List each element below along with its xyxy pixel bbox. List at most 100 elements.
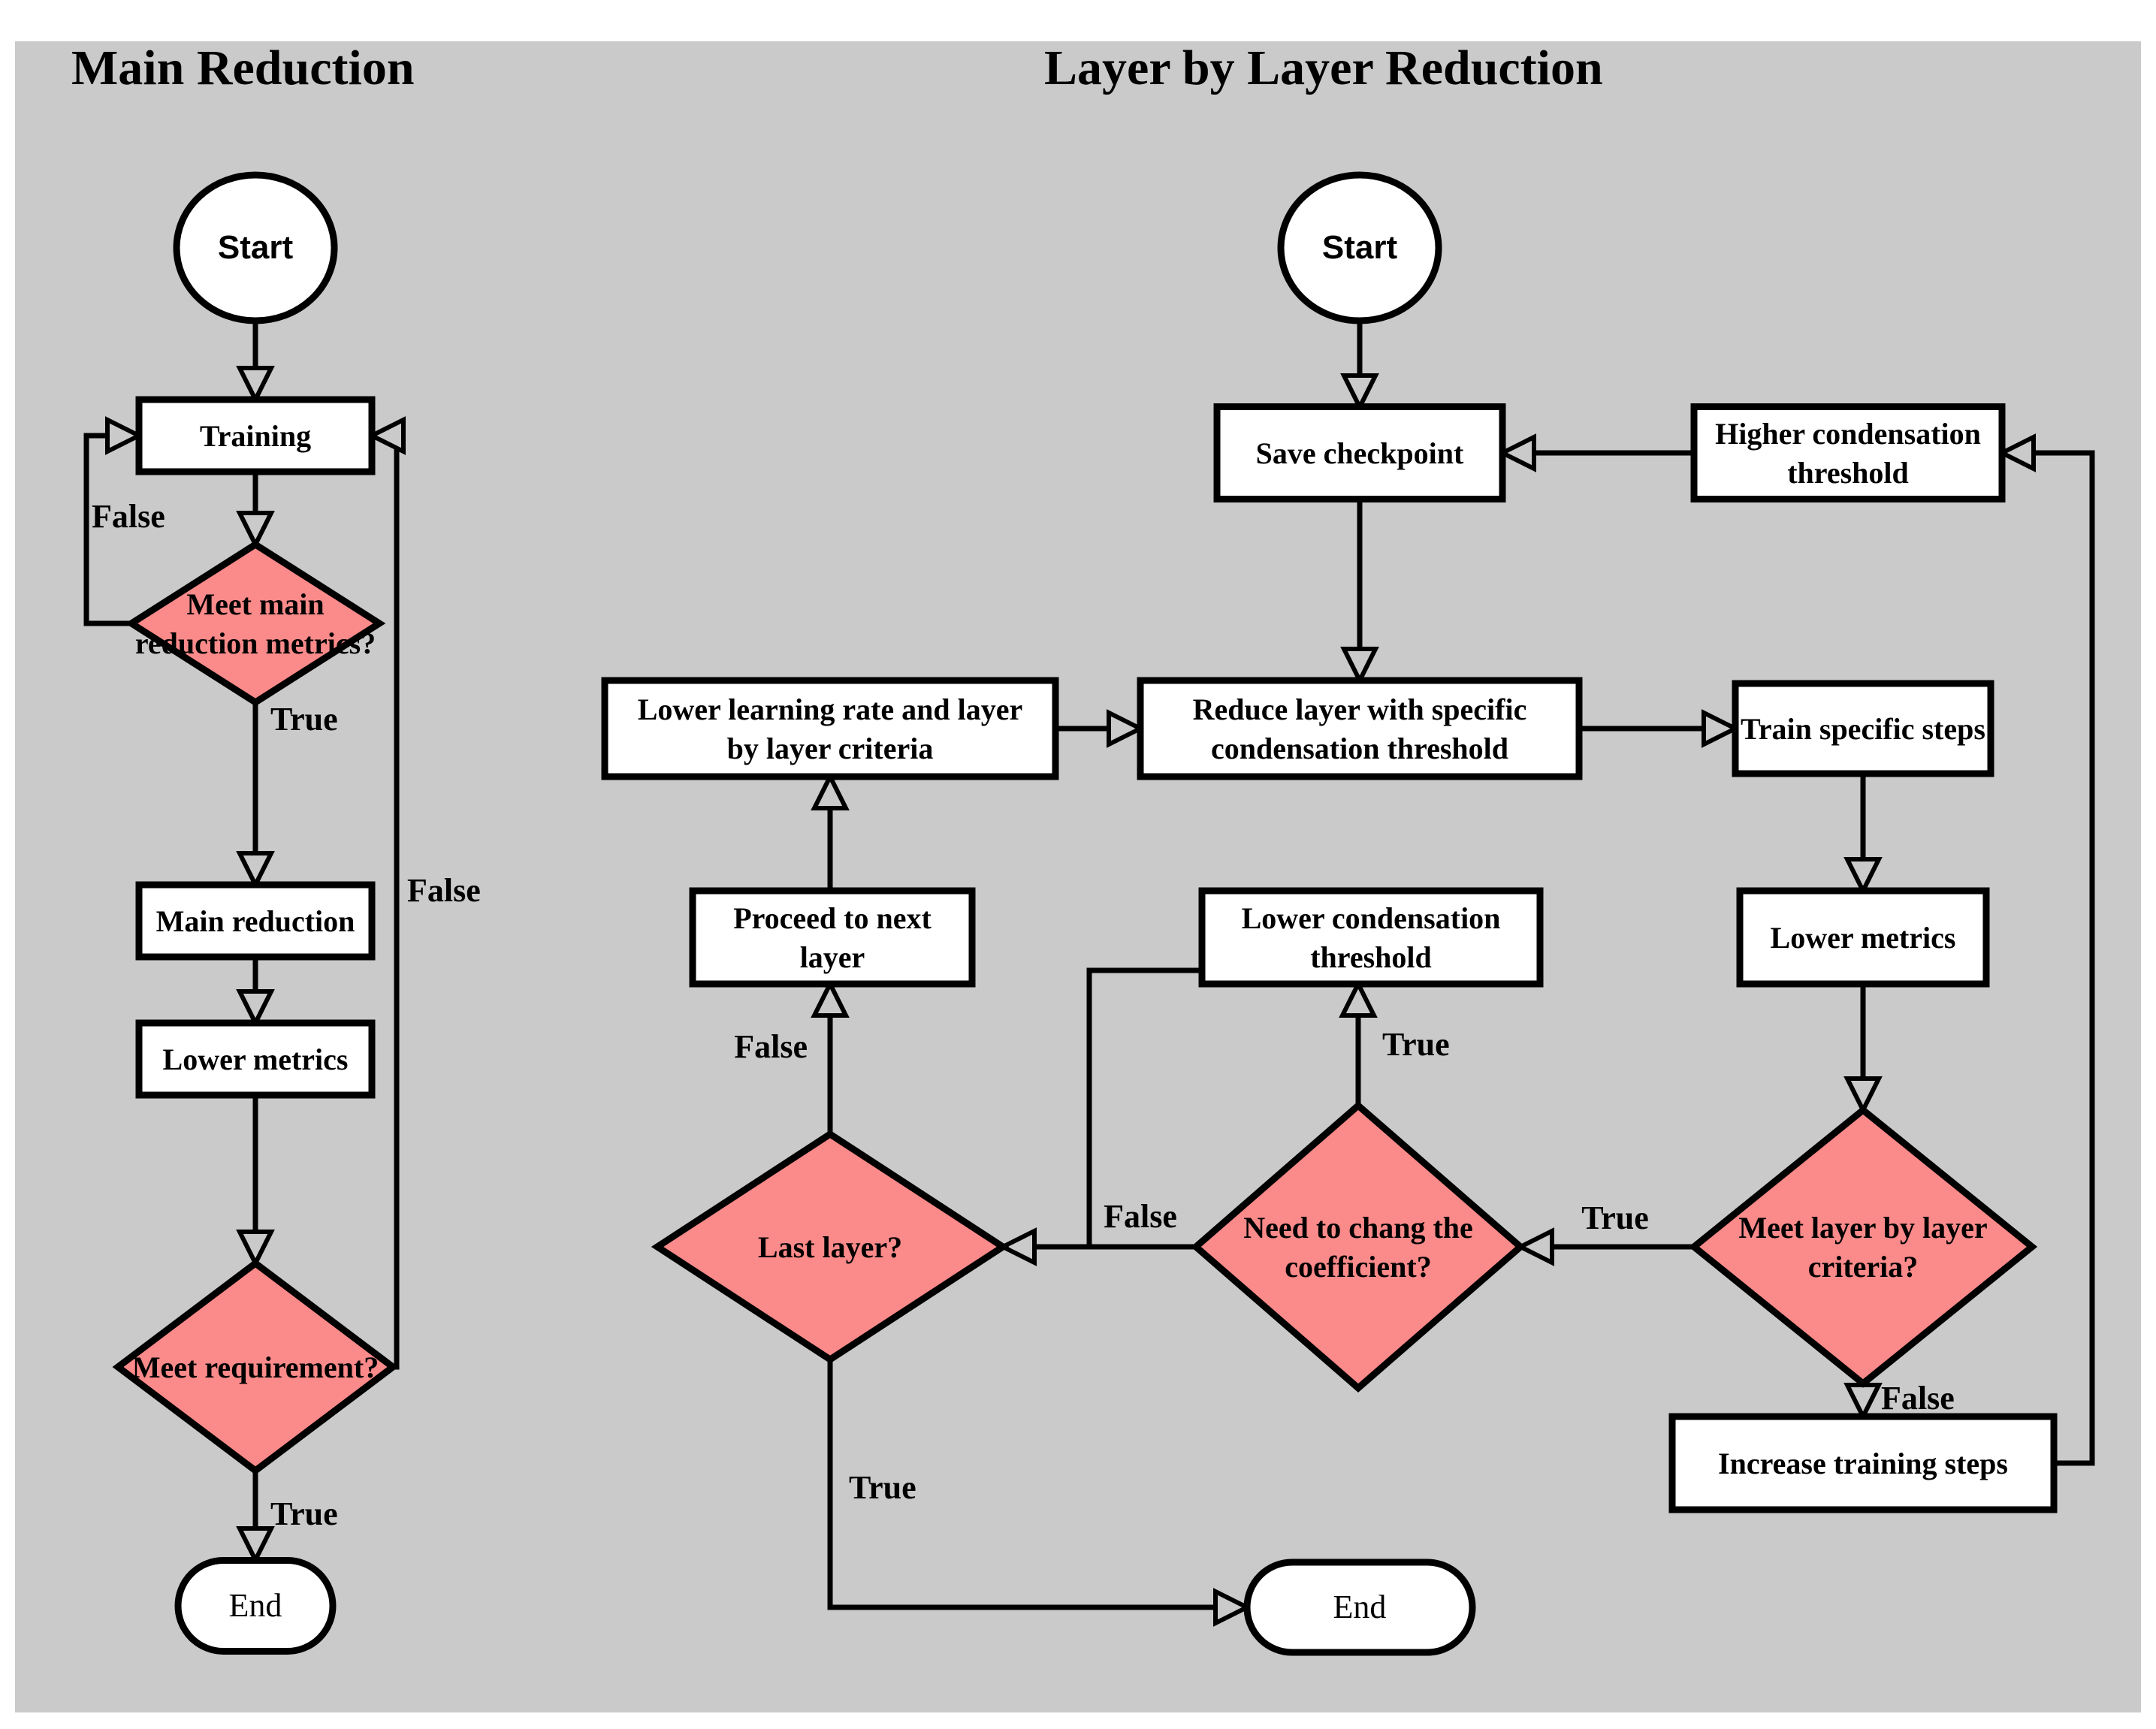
increase-training-steps-label-line1: Increase training steps	[1718, 1447, 2008, 1480]
need-change-coefficient-label-line1: Need to chang the	[1243, 1211, 1473, 1245]
edge-save-to-reduce	[1340, 499, 1379, 686]
edge-metrics-false-loop: False	[83, 416, 165, 626]
arrowhead-icon	[1843, 1076, 1883, 1115]
training-label-line1: Training	[200, 419, 311, 453]
lower-learning-rate-label-line2: by layer criteria	[727, 732, 934, 765]
edge-mainreduction-to-lowermetrics	[236, 957, 275, 1028]
edge-lastlayer-true-end: True	[827, 1359, 1252, 1627]
edge-label-criteria-false-increase: False	[1881, 1380, 1955, 1417]
edge-coefficient-false-lastlayer: False	[998, 1198, 1196, 1266]
start-layer-label-line1: Start	[1322, 229, 1398, 266]
meet-layer-criteria-label-line1: Meet layer by layer	[1738, 1211, 1987, 1245]
increase-training-steps-shape	[1668, 1413, 2058, 1513]
edge-label-coefficient-false-lastlayer: False	[1104, 1198, 1177, 1235]
node-meet-layer-criteria: Meet layer by layer criteria?	[1688, 1106, 2038, 1388]
arrowhead-icon	[236, 989, 275, 1028]
edge-training-to-metrics	[236, 472, 275, 550]
edge-start-to-training	[236, 321, 275, 405]
node-save-checkpoint: Save checkpoint	[1213, 403, 1506, 502]
arrowhead-icon	[1340, 373, 1379, 412]
arrowhead-icon	[1997, 433, 2036, 472]
main-reduction-step-shape	[135, 881, 376, 961]
proceed-next-layer-shape	[689, 887, 976, 988]
edge-reduce-to-train	[1579, 709, 1741, 748]
edge-train-to-lowermetrics	[1843, 774, 1883, 896]
meet-main-reduction-metrics-shape	[125, 540, 386, 707]
lower-learning-rate-label-line1: Lower learning rate and layer	[638, 693, 1023, 726]
node-end-main: End	[174, 1557, 337, 1655]
arrowhead-icon	[1497, 433, 1536, 472]
training-shape	[135, 396, 376, 475]
meet-main-reduction-metrics-label-line2: reduction metrics?	[135, 626, 376, 660]
node-lower-condensation-threshold: Lower condensation threshold	[1198, 887, 1544, 988]
main-reduction-step-label-line1: Main reduction	[156, 904, 355, 938]
start-main-shape	[173, 171, 338, 324]
lower-condensation-threshold-label-line1: Lower condensation	[1242, 901, 1501, 935]
lower-metrics-main-shape	[135, 1019, 376, 1099]
reduce-layer-shape	[1137, 677, 1583, 780]
arrowhead-icon	[998, 1227, 1037, 1266]
arrowhead-icon	[1843, 857, 1883, 896]
node-meet-requirement: Meet requirement?	[112, 1259, 399, 1475]
node-last-layer: Last layer?	[651, 1130, 1010, 1364]
edge-lowercond-merge	[1086, 967, 1202, 1247]
edge-criteria-false-increase: False	[1843, 1380, 1955, 1422]
arrowhead-icon	[1213, 1588, 1252, 1627]
edge-label-lastlayer-true-end: True	[849, 1469, 916, 1506]
need-change-coefficient-shape	[1191, 1101, 1526, 1393]
node-need-change-coefficient: Need to chang the coefficient?	[1191, 1101, 1526, 1393]
meet-requirement-shape	[112, 1259, 399, 1475]
arrowhead-icon	[1339, 979, 1378, 1018]
edge-coefficient-true-lowercond: True	[1339, 979, 1450, 1106]
need-change-coefficient-label-line2: coefficient?	[1285, 1250, 1431, 1284]
edge-line-lastlayer-true-end	[827, 1359, 1215, 1610]
arrowhead-icon	[1515, 1227, 1554, 1266]
lower-metrics-layer-label-line1: Lower metrics	[1771, 921, 1956, 955]
edge-lowerlr-to-reduce	[1055, 709, 1146, 748]
arrowhead-icon	[1702, 709, 1741, 748]
edge-line-lowercond-merge	[1086, 967, 1202, 1247]
edge-lastlayer-false-proceed: False	[734, 979, 850, 1134]
meet-layer-criteria-label-line2: criteria?	[1808, 1250, 1919, 1284]
reduce-layer-label-line2: condensation threshold	[1211, 732, 1508, 765]
node-lower-metrics-main: Lower metrics	[135, 1019, 376, 1099]
edge-label-requirement-false-loop: False	[407, 872, 481, 909]
edge-proceed-to-lowerlr	[811, 771, 850, 891]
arrowhead-icon	[1340, 647, 1379, 686]
arrowhead-icon	[236, 511, 275, 550]
title-main-reduction: Main Reduction	[71, 41, 415, 95]
node-main-reduction-step: Main reduction	[135, 881, 376, 961]
arrowhead-icon	[811, 979, 850, 1018]
meet-layer-criteria-shape	[1688, 1106, 2038, 1388]
edge-lowermetrics-to-requirement	[236, 1095, 275, 1269]
proceed-next-layer-label-line1: Proceed to next	[733, 901, 932, 935]
edge-label-requirement-true-end: True	[270, 1495, 338, 1532]
edge-metrics-true: True	[236, 701, 338, 890]
edge-label-lastlayer-false-proceed: False	[734, 1028, 808, 1065]
node-lower-metrics-layer: Lower metrics	[1736, 887, 1990, 988]
node-lower-learning-rate: Lower learning rate and layer by layer cr…	[601, 677, 1059, 780]
edge-start2-to-save	[1340, 321, 1379, 412]
proceed-next-layer-label-line2: layer	[800, 940, 865, 974]
edge-higher-to-save	[1497, 433, 1694, 472]
train-specific-steps-label-line1: Train specific steps	[1741, 712, 1985, 746]
arrowhead-icon	[811, 771, 850, 810]
end-layer-label-line1: End	[1333, 1589, 1387, 1625]
edge-criteria-true-coefficient: True	[1515, 1199, 1694, 1266]
title-layer-by-layer-reduction: Layer by Layer Reduction	[1044, 41, 1603, 95]
edge-increase-to-higher-loop	[1997, 433, 2095, 1466]
lower-metrics-main-label-line1: Lower metrics	[163, 1043, 349, 1076]
node-proceed-next-layer: Proceed to next layer	[689, 887, 976, 988]
arrowhead-icon	[105, 416, 144, 455]
arrowhead-icon	[236, 366, 275, 405]
end-main-label-line1: End	[229, 1587, 282, 1624]
lower-condensation-threshold-label-line2: threshold	[1310, 940, 1432, 974]
save-checkpoint-shape	[1213, 403, 1506, 502]
